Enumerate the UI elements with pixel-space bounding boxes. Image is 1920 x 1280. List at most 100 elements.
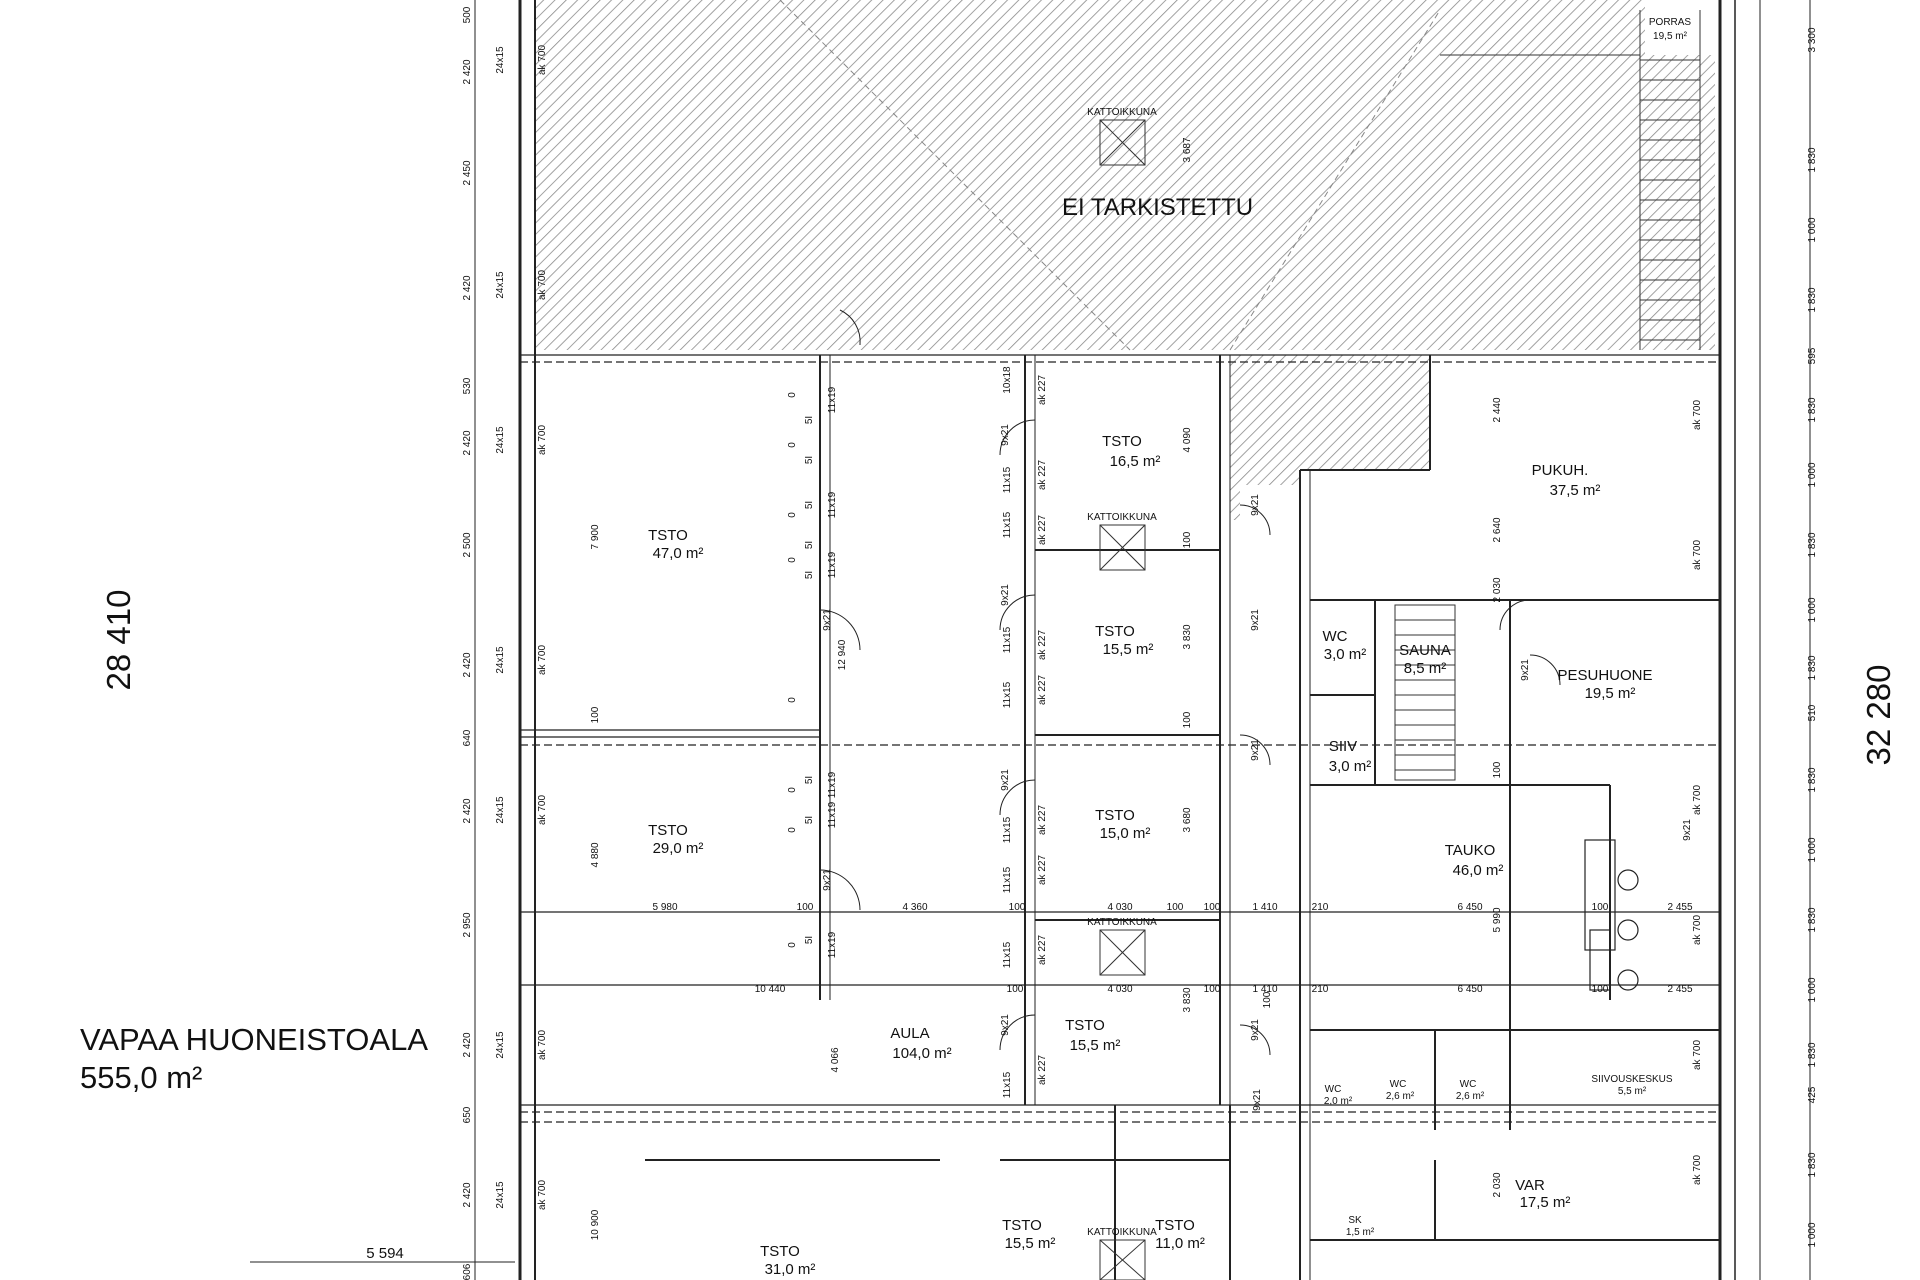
room-name: TSTO xyxy=(1095,807,1135,824)
wall-code: ak 700 xyxy=(537,795,548,825)
dim: 2 500 xyxy=(462,532,473,557)
dim: 100 xyxy=(797,902,814,913)
dim: 100 xyxy=(1592,902,1609,913)
dim: 2 420 xyxy=(462,652,473,677)
dim: 650 xyxy=(462,1106,473,1123)
door-code: ak 227 xyxy=(1037,1055,1048,1085)
door-code: ak 227 xyxy=(1037,935,1048,965)
room-area: 29,0 m² xyxy=(653,840,704,857)
dimension-row-2: 10 440 100 4 030 100 1 410 210 6 450 100… xyxy=(755,984,1693,995)
door-code: 0 xyxy=(787,557,798,563)
room-area: 2,6 m² xyxy=(1456,1091,1485,1102)
dim: 10 900 xyxy=(590,1209,601,1240)
dim: 1 000 xyxy=(1807,462,1818,487)
room-area: 31,0 m² xyxy=(765,1261,816,1278)
door-code: 11x15 xyxy=(1002,626,1013,653)
dim: 510 xyxy=(1807,704,1818,721)
window-code: 24x15 xyxy=(495,646,506,674)
dim: 500 xyxy=(462,6,473,23)
door-code: 11x15 xyxy=(1002,681,1013,708)
dim: 1 830 xyxy=(1807,767,1818,792)
dim: 10 440 xyxy=(755,984,786,995)
window-code: 24x15 xyxy=(495,271,506,299)
dimension-column-left: 500 2 420 2 450 2 420 530 2 420 2 500 2 … xyxy=(462,6,473,1280)
interior-walls xyxy=(645,355,1720,1280)
door-code: 5I xyxy=(804,456,815,464)
dim: 2 440 xyxy=(1492,397,1503,422)
door-code: 9x21 xyxy=(1682,819,1693,841)
dim: 7 900 xyxy=(590,524,601,549)
dim: 2 450 xyxy=(462,160,473,185)
room-area: 2,6 m² xyxy=(1386,1091,1415,1102)
room-area: 16,5 m² xyxy=(1110,453,1161,470)
door-code: 11x15 xyxy=(1002,466,1013,493)
door-code: 9x21 xyxy=(822,869,833,891)
door-code: ak 227 xyxy=(1037,630,1048,660)
door-code: 0 xyxy=(787,787,798,793)
dim: 1 830 xyxy=(1807,1152,1818,1177)
overall-dimension-left: 28 410 xyxy=(100,590,137,691)
room-name: SK xyxy=(1348,1215,1362,1226)
door-code: 11x15 xyxy=(1002,866,1013,893)
dim: 1 410 xyxy=(1252,984,1277,995)
dim: 1 830 xyxy=(1807,1042,1818,1067)
wall-code: ak 700 xyxy=(1692,1040,1703,1070)
corridor-lines xyxy=(520,354,1720,1123)
ceiling-hatch-2 xyxy=(1099,524,1146,571)
door-code: 11x19 xyxy=(827,801,838,828)
dim: 4 066 xyxy=(830,1047,841,1072)
room-name: SAUNA xyxy=(1399,642,1451,659)
door-code: ak 227 xyxy=(1037,375,1048,405)
door-code: 5I xyxy=(804,776,815,784)
dim: 1 000 xyxy=(1807,837,1818,862)
wall-codes: ak 700 ak 700 ak 700 ak 700 ak 700 ak 70… xyxy=(537,45,1703,1210)
door-code: 11x15 xyxy=(1002,511,1013,538)
overall-dimension-right: 32 280 xyxy=(1860,665,1897,766)
room-area: 8,5 m² xyxy=(1404,660,1447,677)
dim: 100 xyxy=(1007,984,1024,995)
dim: 100 xyxy=(590,706,601,723)
room-area: 2,0 m² xyxy=(1324,1096,1353,1107)
dim: 4 360 xyxy=(902,902,927,913)
door-code: 9x21 xyxy=(1000,584,1011,606)
door-code: 11x15 xyxy=(1002,941,1013,968)
room-area: 3,0 m² xyxy=(1324,646,1367,663)
door-code: 11x15 xyxy=(1002,1071,1013,1098)
room-area: 104,0 m² xyxy=(892,1045,951,1062)
wall-code: ak 700 xyxy=(537,425,548,455)
room-name: TAUKO xyxy=(1445,842,1496,859)
door-code: 11x19 xyxy=(827,931,838,958)
unchecked-area xyxy=(535,0,1720,520)
door-code: 5I xyxy=(804,541,815,549)
dimension-row-1: 5 980 100 4 360 100 4 030 100 100 1 410 … xyxy=(652,902,1692,913)
door-code: 9x21 xyxy=(1520,659,1531,681)
dim: 1 000 xyxy=(1807,597,1818,622)
wall-code: ak 700 xyxy=(537,1180,548,1210)
door-code: ak 227 xyxy=(1037,805,1048,835)
door-code: 9x21 xyxy=(1000,769,1011,791)
window-code: 24x15 xyxy=(495,796,506,824)
dim: 1 830 xyxy=(1807,907,1818,932)
wall-code: ak 700 xyxy=(537,645,548,675)
room-name: TSTO xyxy=(1065,1017,1105,1034)
room-area: 5,5 m² xyxy=(1618,1086,1647,1097)
dim: 2 030 xyxy=(1492,577,1503,602)
dim: 100 xyxy=(1167,902,1184,913)
room-area: 47,0 m² xyxy=(653,545,704,562)
door-code: 9x21 xyxy=(1250,1019,1261,1041)
wall-code: ak 700 xyxy=(1692,1155,1703,1185)
door-code: 9x21 xyxy=(1250,739,1261,761)
door-code: 10x18 xyxy=(1002,366,1013,394)
door-code: 5I xyxy=(804,416,815,424)
door-code: 11x19 xyxy=(827,386,838,413)
dim: 3 830 xyxy=(1182,987,1193,1012)
ceiling-hatch-label: KATTOIKKUNA xyxy=(1087,107,1157,118)
dim: 640 xyxy=(462,729,473,746)
room-name: PORRAS xyxy=(1649,17,1692,28)
room-name: PUKUH. xyxy=(1532,462,1589,479)
window-code: 24x15 xyxy=(495,426,506,454)
door-code: 9x21 xyxy=(822,609,833,631)
door-code: ak 227 xyxy=(1037,855,1048,885)
dim: 1 000 xyxy=(1807,1222,1818,1247)
